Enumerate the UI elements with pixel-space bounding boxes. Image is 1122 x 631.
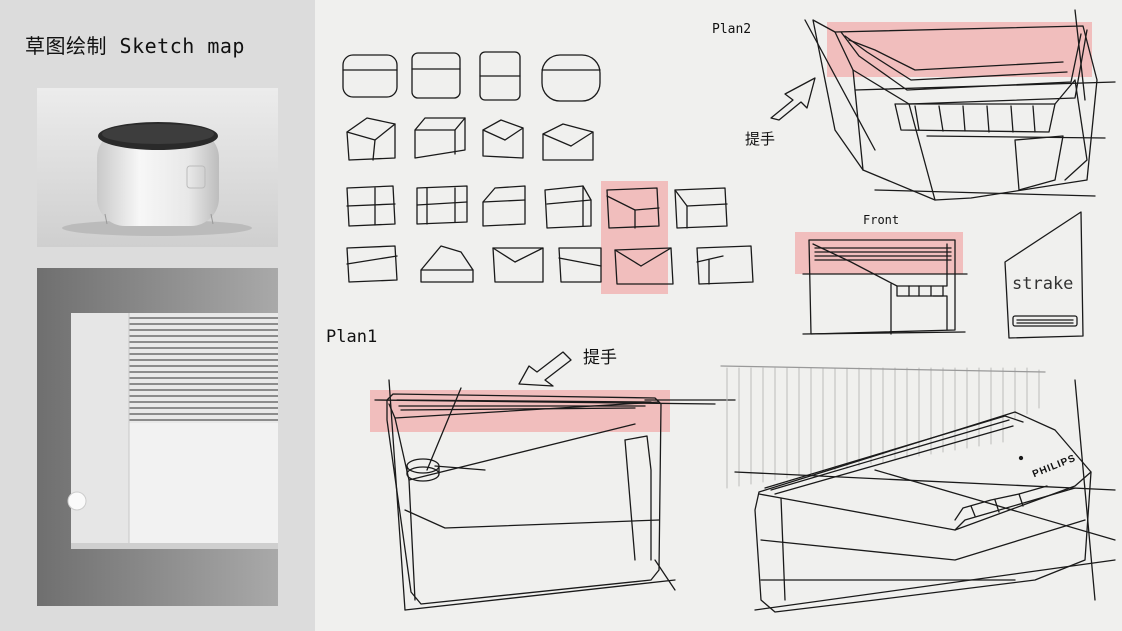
plan2-label: Plan2 (712, 22, 752, 37)
plan2-sketch (770, 9, 1116, 201)
page-title: 草图绘制 Sketch map (25, 34, 245, 58)
shape-study-grid (342, 51, 754, 285)
strake-view-sketch (1004, 211, 1084, 339)
handle-label-plan2: 提手 (745, 130, 776, 148)
product-photo-closeup (37, 268, 278, 606)
selected-shape-highlight (601, 181, 668, 294)
strake-label: strake (1012, 274, 1074, 294)
front-view-sketch (802, 239, 968, 335)
front-label: Front (863, 213, 900, 227)
reference-panel: 草图绘制 Sketch map (0, 0, 315, 631)
handle-label-plan1: 提手 (583, 348, 617, 368)
sketch-canvas: Plan2 Plan1 Front strake 提手 提手 (315, 0, 1122, 631)
plan1-label: Plan1 (326, 327, 378, 347)
front-handle-highlight (795, 232, 963, 274)
plan1-sketch (374, 351, 736, 611)
render-sketch (720, 365, 1116, 613)
product-photo-tub (37, 88, 278, 247)
